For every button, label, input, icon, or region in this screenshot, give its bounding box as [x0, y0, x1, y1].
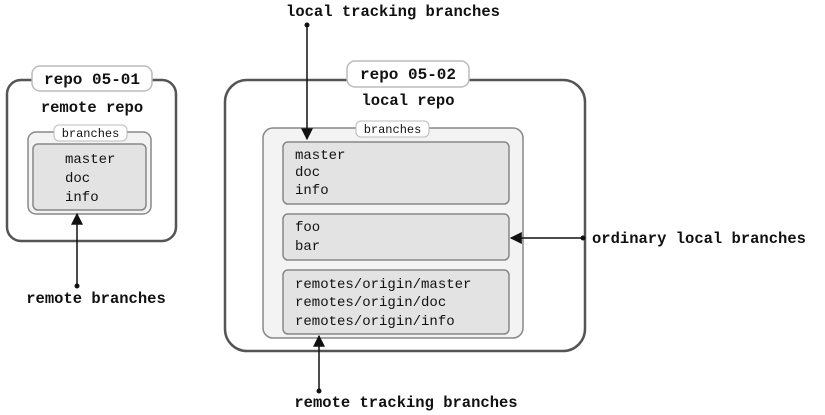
remote-repo: repo 05-01 remote repo branches master d… [5, 65, 178, 243]
remote-repo-subtitle: remote repo [41, 99, 143, 117]
ordinary-local-label: ordinary local branches [592, 230, 806, 248]
remote-branch-item: info [65, 190, 99, 206]
remote-branch-group [32, 143, 147, 211]
remote-branch-item: doc [65, 171, 90, 187]
local-branches-tab [355, 120, 430, 138]
remote-repo-name: repo 05-01 [44, 71, 140, 89]
remote-repo-name-tab [31, 65, 153, 92]
remote-tracking-label: remote tracking branches [294, 394, 517, 412]
remote-branches-label: remote branches [26, 290, 166, 308]
local-tracking-group [282, 141, 510, 205]
local-repo-name: repo 05-02 [360, 66, 456, 84]
local-repo-name-tab [346, 60, 470, 88]
remote-tracking-item: remotes/origin/master [295, 277, 471, 293]
ordinary-local-item: foo [295, 220, 320, 236]
local-repo: repo 05-02 local repo branches master do… [223, 60, 587, 353]
remote-branch-item: master [65, 152, 115, 168]
ordinary-local-item: bar [295, 239, 320, 255]
local-tracking-label: local tracking branches [286, 3, 500, 21]
local-repo-subtitle: local repo [361, 92, 454, 110]
local-branches-tab-label: branches [364, 123, 422, 137]
remote-tracking-item: remotes/origin/info [295, 314, 455, 330]
remote-tracking-group [282, 269, 510, 335]
remote-tracking-item: remotes/origin/doc [295, 295, 446, 311]
ordinary-local-group [282, 213, 510, 261]
local-tracking-item: doc [295, 165, 320, 181]
local-tracking-item: info [295, 183, 329, 199]
remote-branches-tab [53, 124, 128, 142]
remote-branches-tab-label: branches [62, 127, 120, 141]
local-tracking-item: master [295, 148, 345, 164]
